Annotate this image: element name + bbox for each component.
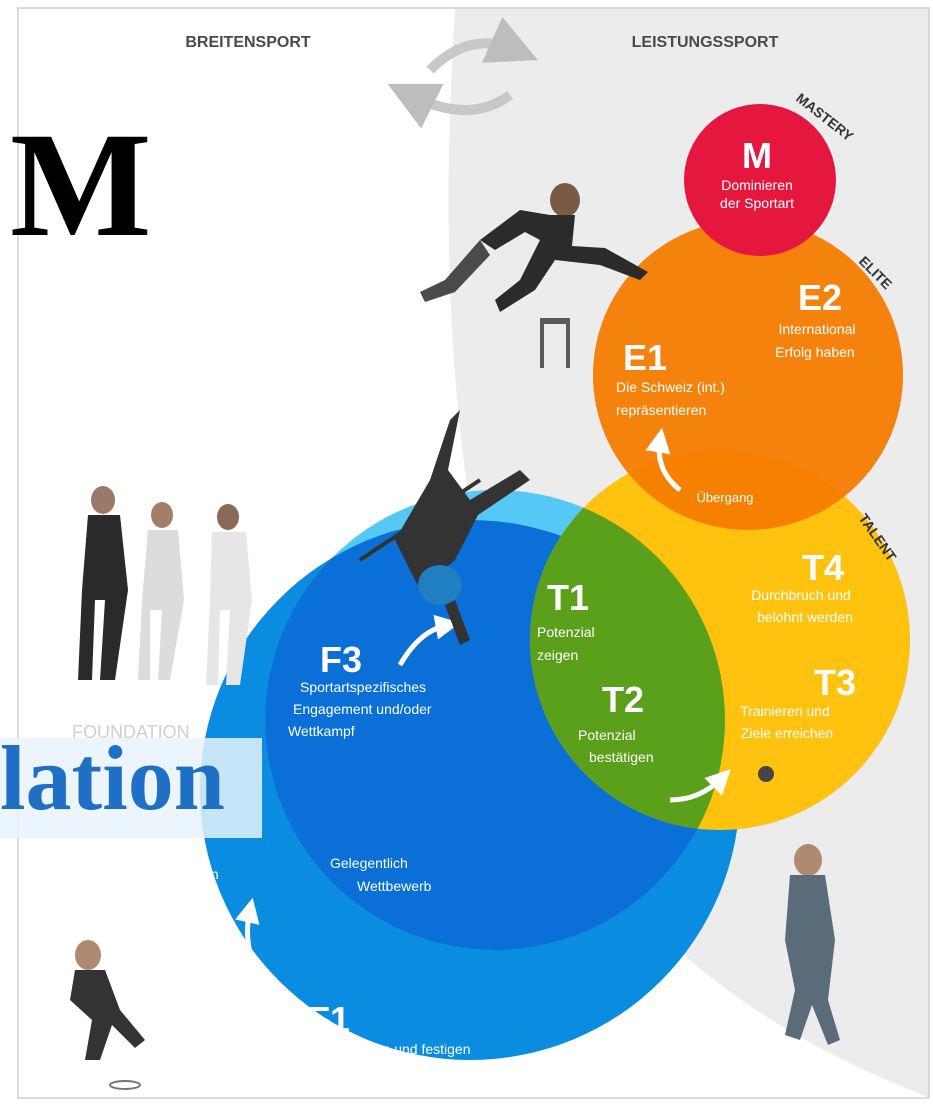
t1-text-line1: Potenzial: [537, 624, 595, 640]
t2-text-line2: bestätigen: [589, 749, 654, 765]
t1-code: T1: [547, 577, 589, 618]
overlay-big-letter: M: [10, 102, 152, 268]
frame-border: [17, 7, 930, 1099]
arrow-up-right-icon: [397, 614, 461, 667]
overlay-fragment-text: lation: [0, 727, 225, 829]
f3-code: F3: [320, 639, 362, 680]
e2-text-line2: Erfolg haben: [775, 344, 854, 360]
runners-figure: [78, 486, 252, 685]
f3-text-line3: Wettkampf: [288, 723, 355, 739]
f1-text-line1: Entdecken, erwerben und festigen: [258, 1041, 470, 1057]
e1-text-line2: repräsentieren: [616, 402, 706, 418]
t3-code: T3: [814, 662, 856, 703]
t3-text-line2: Ziele erreichen: [741, 725, 834, 741]
t2-code: T2: [602, 679, 644, 720]
f1-code: F1: [308, 999, 350, 1040]
transition-label: Übergang: [696, 490, 753, 505]
foundation-arc-label: FOUNDATION: [72, 722, 190, 742]
f3-text-line2: Engagement und/oder: [293, 701, 432, 717]
f3-text-line1: Sportartspezifisches: [300, 679, 426, 695]
f1-text-line2: der Bewegungsgrundformen: [258, 1064, 435, 1080]
child-thrower-figure: [758, 766, 840, 1045]
arrow-up-icon-f1: [235, 897, 272, 992]
talent-overlap: [530, 490, 725, 830]
t4-code: T4: [802, 547, 844, 588]
occasional-text-line2: Wettbewerb: [357, 878, 432, 894]
overlay-fragment-box: lation: [0, 732, 262, 838]
mastery-circle: [684, 104, 836, 256]
mastery-text-line1: Dominieren: [721, 177, 793, 193]
e2-code: E2: [798, 277, 842, 318]
e1-text-line1: Die Schweiz (int.): [616, 379, 725, 395]
t2-text-line1: Potenzial: [578, 727, 636, 743]
f2-text-line1: Anwenden und variieren: [42, 845, 193, 861]
occasional-text-line1: Gelegentlich: [330, 855, 408, 871]
e1-code: E1: [623, 337, 667, 378]
f2-text-line2: der Bewegungsgrundformen: [42, 866, 219, 882]
arrow-up-icon: [645, 427, 682, 492]
mastery-code: M: [742, 135, 772, 176]
child-jumper-figure: [70, 940, 145, 1090]
t4-text-line2: belohnt werden: [757, 609, 853, 625]
elite-circle: [593, 220, 903, 530]
t4-text-line1: Durchbruch und: [751, 587, 851, 603]
t3-text-line1: Trainieren und: [740, 703, 830, 719]
pole-vaulter-figure: [358, 410, 530, 645]
arrow-right-icon: [669, 769, 731, 803]
hurdler-figure: [420, 183, 648, 368]
cycle-arrows-icon: [387, 17, 538, 129]
t1-text-line2: zeigen: [537, 647, 578, 663]
mastery-text-line2: der Sportart: [720, 195, 794, 211]
e2-text-line1: International: [778, 321, 855, 337]
header-right-label: LEISTUNGSSPORT: [632, 34, 779, 51]
header-left-label: BREITENSPORT: [185, 34, 311, 51]
